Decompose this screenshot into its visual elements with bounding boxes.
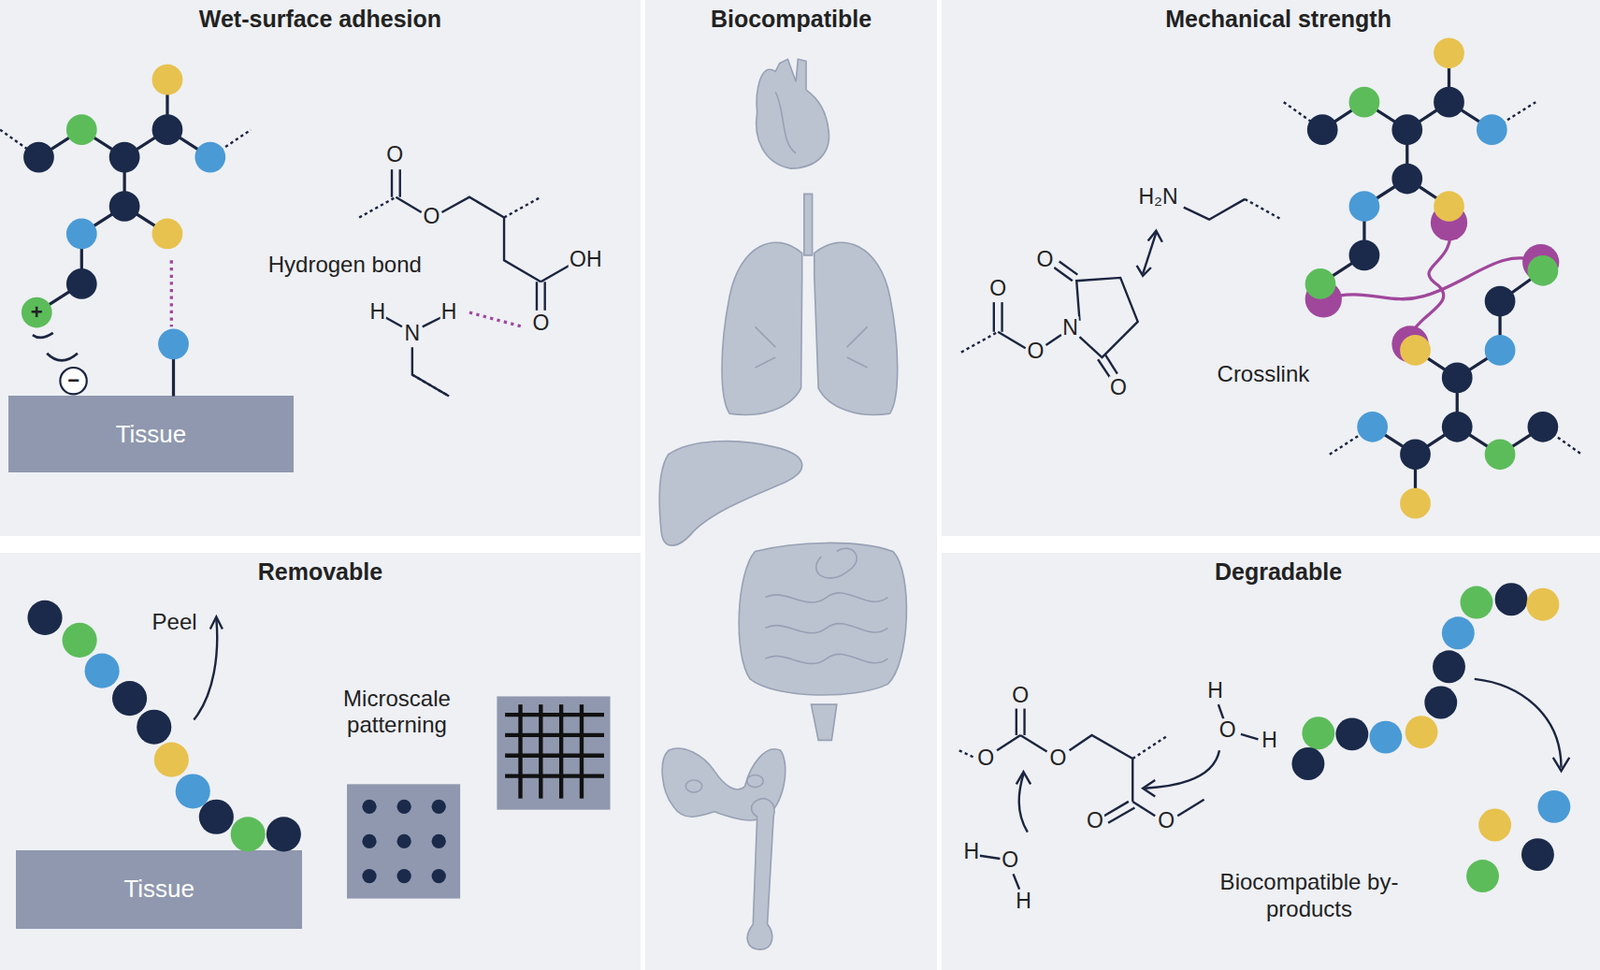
atom-label: H: [1206, 678, 1225, 703]
atom-label: O: [1035, 248, 1054, 273]
atom-label: O: [1000, 848, 1020, 872]
atom-label: H: [440, 300, 459, 324]
atom-label: O: [531, 311, 550, 335]
atom-label: N: [1061, 317, 1080, 341]
tissue-box: Tissue: [15, 850, 303, 929]
atom-label: O: [976, 746, 995, 770]
atom-label: O: [1049, 746, 1068, 770]
tissue-label: Tissue: [123, 874, 195, 904]
annotation-text: Crosslink: [1217, 360, 1311, 389]
atom-label: O: [385, 143, 404, 167]
atom-label: H: [1014, 889, 1033, 913]
panel-heading: Biocompatible: [645, 5, 938, 33]
atom-label: H₂N: [1137, 185, 1179, 209]
panel-heading: Removable: [0, 558, 641, 586]
atom-label: O: [1218, 719, 1238, 743]
atom-label: O: [988, 276, 1008, 301]
tissue-box: Tissue: [8, 395, 295, 473]
atom-label: O: [1156, 809, 1176, 834]
annotation-text: Hydrogen bond: [268, 250, 422, 278]
charge-sign: +: [30, 300, 44, 325]
panel-heading: Mechanical strength: [941, 5, 1600, 33]
atom-label: O: [1026, 340, 1046, 364]
atom-label: O: [422, 205, 442, 230]
atom-label: H: [963, 839, 981, 864]
feature-panel: Wet-surface adhesionTissue: [0, 0, 641, 536]
feature-panel: Degradable: [941, 552, 1600, 969]
atom-label: O: [1109, 375, 1128, 400]
annotation-text: Biocompatible by-products: [1207, 868, 1412, 923]
atom-label: O: [1010, 684, 1030, 708]
atom-label: OH: [568, 248, 604, 273]
tissue-label: Tissue: [115, 419, 188, 449]
panel-heading: Wet-surface adhesion: [0, 5, 641, 33]
annotation-text: Microscale patterning: [315, 685, 479, 740]
atom-label: O: [1085, 809, 1105, 834]
atom-label: H: [368, 300, 387, 324]
atom-label: H: [1260, 729, 1279, 753]
annotation-text: Peel: [152, 607, 198, 635]
atom-label: N: [403, 321, 422, 346]
panel-heading: Degradable: [941, 558, 1600, 586]
charge-sign: −: [67, 368, 80, 393]
